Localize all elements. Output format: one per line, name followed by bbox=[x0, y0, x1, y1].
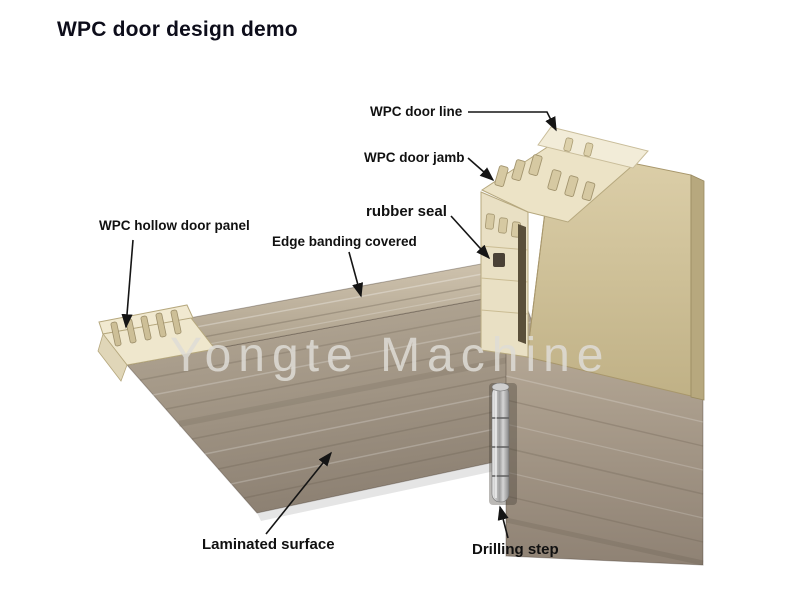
frame-jamb-strip bbox=[480, 191, 529, 358]
hollow-core-end-face bbox=[97, 304, 216, 382]
leader-line-drilling-step bbox=[497, 505, 509, 539]
door-frame-illustration bbox=[480, 126, 705, 566]
profile-cells bbox=[494, 154, 596, 202]
wpc-door-line-piece bbox=[537, 126, 649, 169]
label-rubber-seal: rubber seal bbox=[366, 203, 447, 220]
frame-outer-edge bbox=[690, 174, 705, 401]
label-drilling-step: Drilling step bbox=[472, 541, 559, 558]
leader-line-door-line bbox=[468, 111, 557, 132]
leader-line-laminated-surface bbox=[265, 451, 333, 535]
label-wpc-door-line: WPC door line bbox=[370, 104, 463, 119]
hinge-barrel bbox=[491, 385, 510, 503]
frame-grain-lines bbox=[505, 375, 704, 566]
label-laminated-surface: Laminated surface bbox=[202, 536, 335, 553]
leader-lines bbox=[121, 111, 557, 539]
front-grain-band bbox=[178, 350, 545, 427]
label-edge-banding: Edge banding covered bbox=[272, 234, 417, 249]
leader-line-edge-banding bbox=[348, 251, 364, 298]
hinge-illustration bbox=[489, 382, 517, 505]
rubber-seal-piece bbox=[493, 224, 526, 344]
leader-line-rubber-seal bbox=[450, 215, 491, 260]
label-hollow-door-panel: WPC hollow door panel bbox=[99, 218, 250, 233]
page-title: WPC door design demo bbox=[57, 18, 298, 41]
hinge-cap bbox=[491, 382, 510, 392]
frame-top-cross-section bbox=[480, 145, 634, 223]
leader-line-hollow-panel bbox=[121, 239, 134, 329]
leader-line-door-jamb bbox=[467, 157, 495, 182]
label-wpc-door-jamb: WPC door jamb bbox=[364, 150, 465, 165]
door-panel-illustration bbox=[97, 260, 584, 521]
